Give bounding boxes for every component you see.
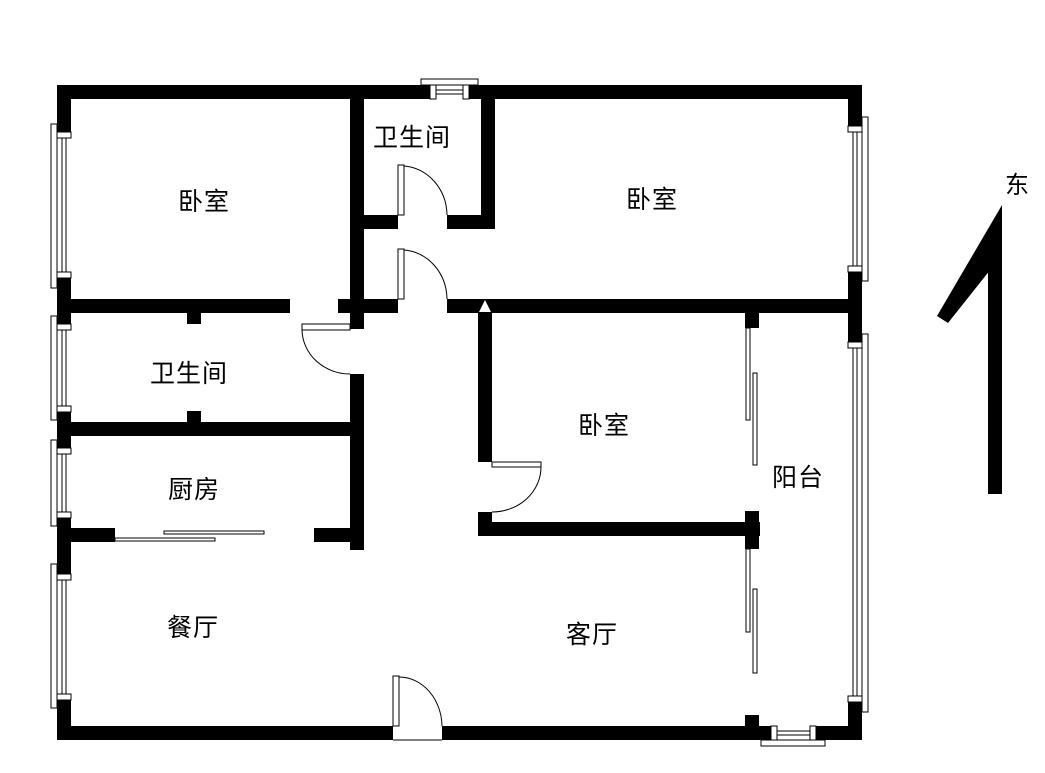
wall-south-1 xyxy=(57,726,393,740)
window-north-bathroom xyxy=(420,78,479,100)
wall-west-4 xyxy=(57,518,71,574)
room-label-bathroom-north: 卫生间 xyxy=(373,123,452,152)
door-nw-bedroom[interactable] xyxy=(397,248,448,300)
windows xyxy=(50,78,869,747)
compass-label: 东 xyxy=(1005,171,1029,199)
wall-north-2 xyxy=(469,85,862,99)
door-entrance[interactable] xyxy=(392,675,443,741)
walls xyxy=(57,85,862,740)
wall-north xyxy=(57,85,430,99)
door-north-bathroom[interactable] xyxy=(397,164,448,216)
window-west-bedroom xyxy=(50,123,72,289)
wall-west-1 xyxy=(57,85,71,132)
window-west-dining xyxy=(50,563,72,709)
room-label-balcony: 阳台 xyxy=(772,463,825,492)
room-label-bedroom-middle: 卧室 xyxy=(578,411,631,440)
room-label-kitchen: 厨房 xyxy=(168,475,221,504)
room-label-bathroom-west: 卫生间 xyxy=(150,359,229,388)
room-label-bedroom-ne: 卧室 xyxy=(626,185,679,214)
wall-south-3 xyxy=(816,726,862,740)
window-west-kitchen xyxy=(50,439,72,527)
window-west-bathroom xyxy=(50,315,72,421)
window-south-balcony xyxy=(760,725,826,747)
room-label-dining-room: 餐厅 xyxy=(167,613,220,642)
room-label-living-room: 客厅 xyxy=(566,620,619,649)
entry-arrow-icon xyxy=(479,300,491,312)
door-middle-bedroom[interactable] xyxy=(491,461,542,513)
wall-south-2 xyxy=(442,726,771,740)
window-east-bedroom xyxy=(847,116,869,282)
room-label-bedroom-nw: 卧室 xyxy=(178,187,231,216)
compass-arrow-icon xyxy=(937,205,1002,494)
wall-east-1 xyxy=(848,85,862,126)
doors xyxy=(114,164,758,741)
sliding-door-kitchen[interactable] xyxy=(114,530,265,542)
door-west-bathroom[interactable] xyxy=(301,323,351,375)
sliding-door-bedroom-balcony[interactable] xyxy=(745,327,758,466)
window-east-balcony xyxy=(847,333,869,713)
sliding-door-living-balcony[interactable] xyxy=(745,548,758,674)
